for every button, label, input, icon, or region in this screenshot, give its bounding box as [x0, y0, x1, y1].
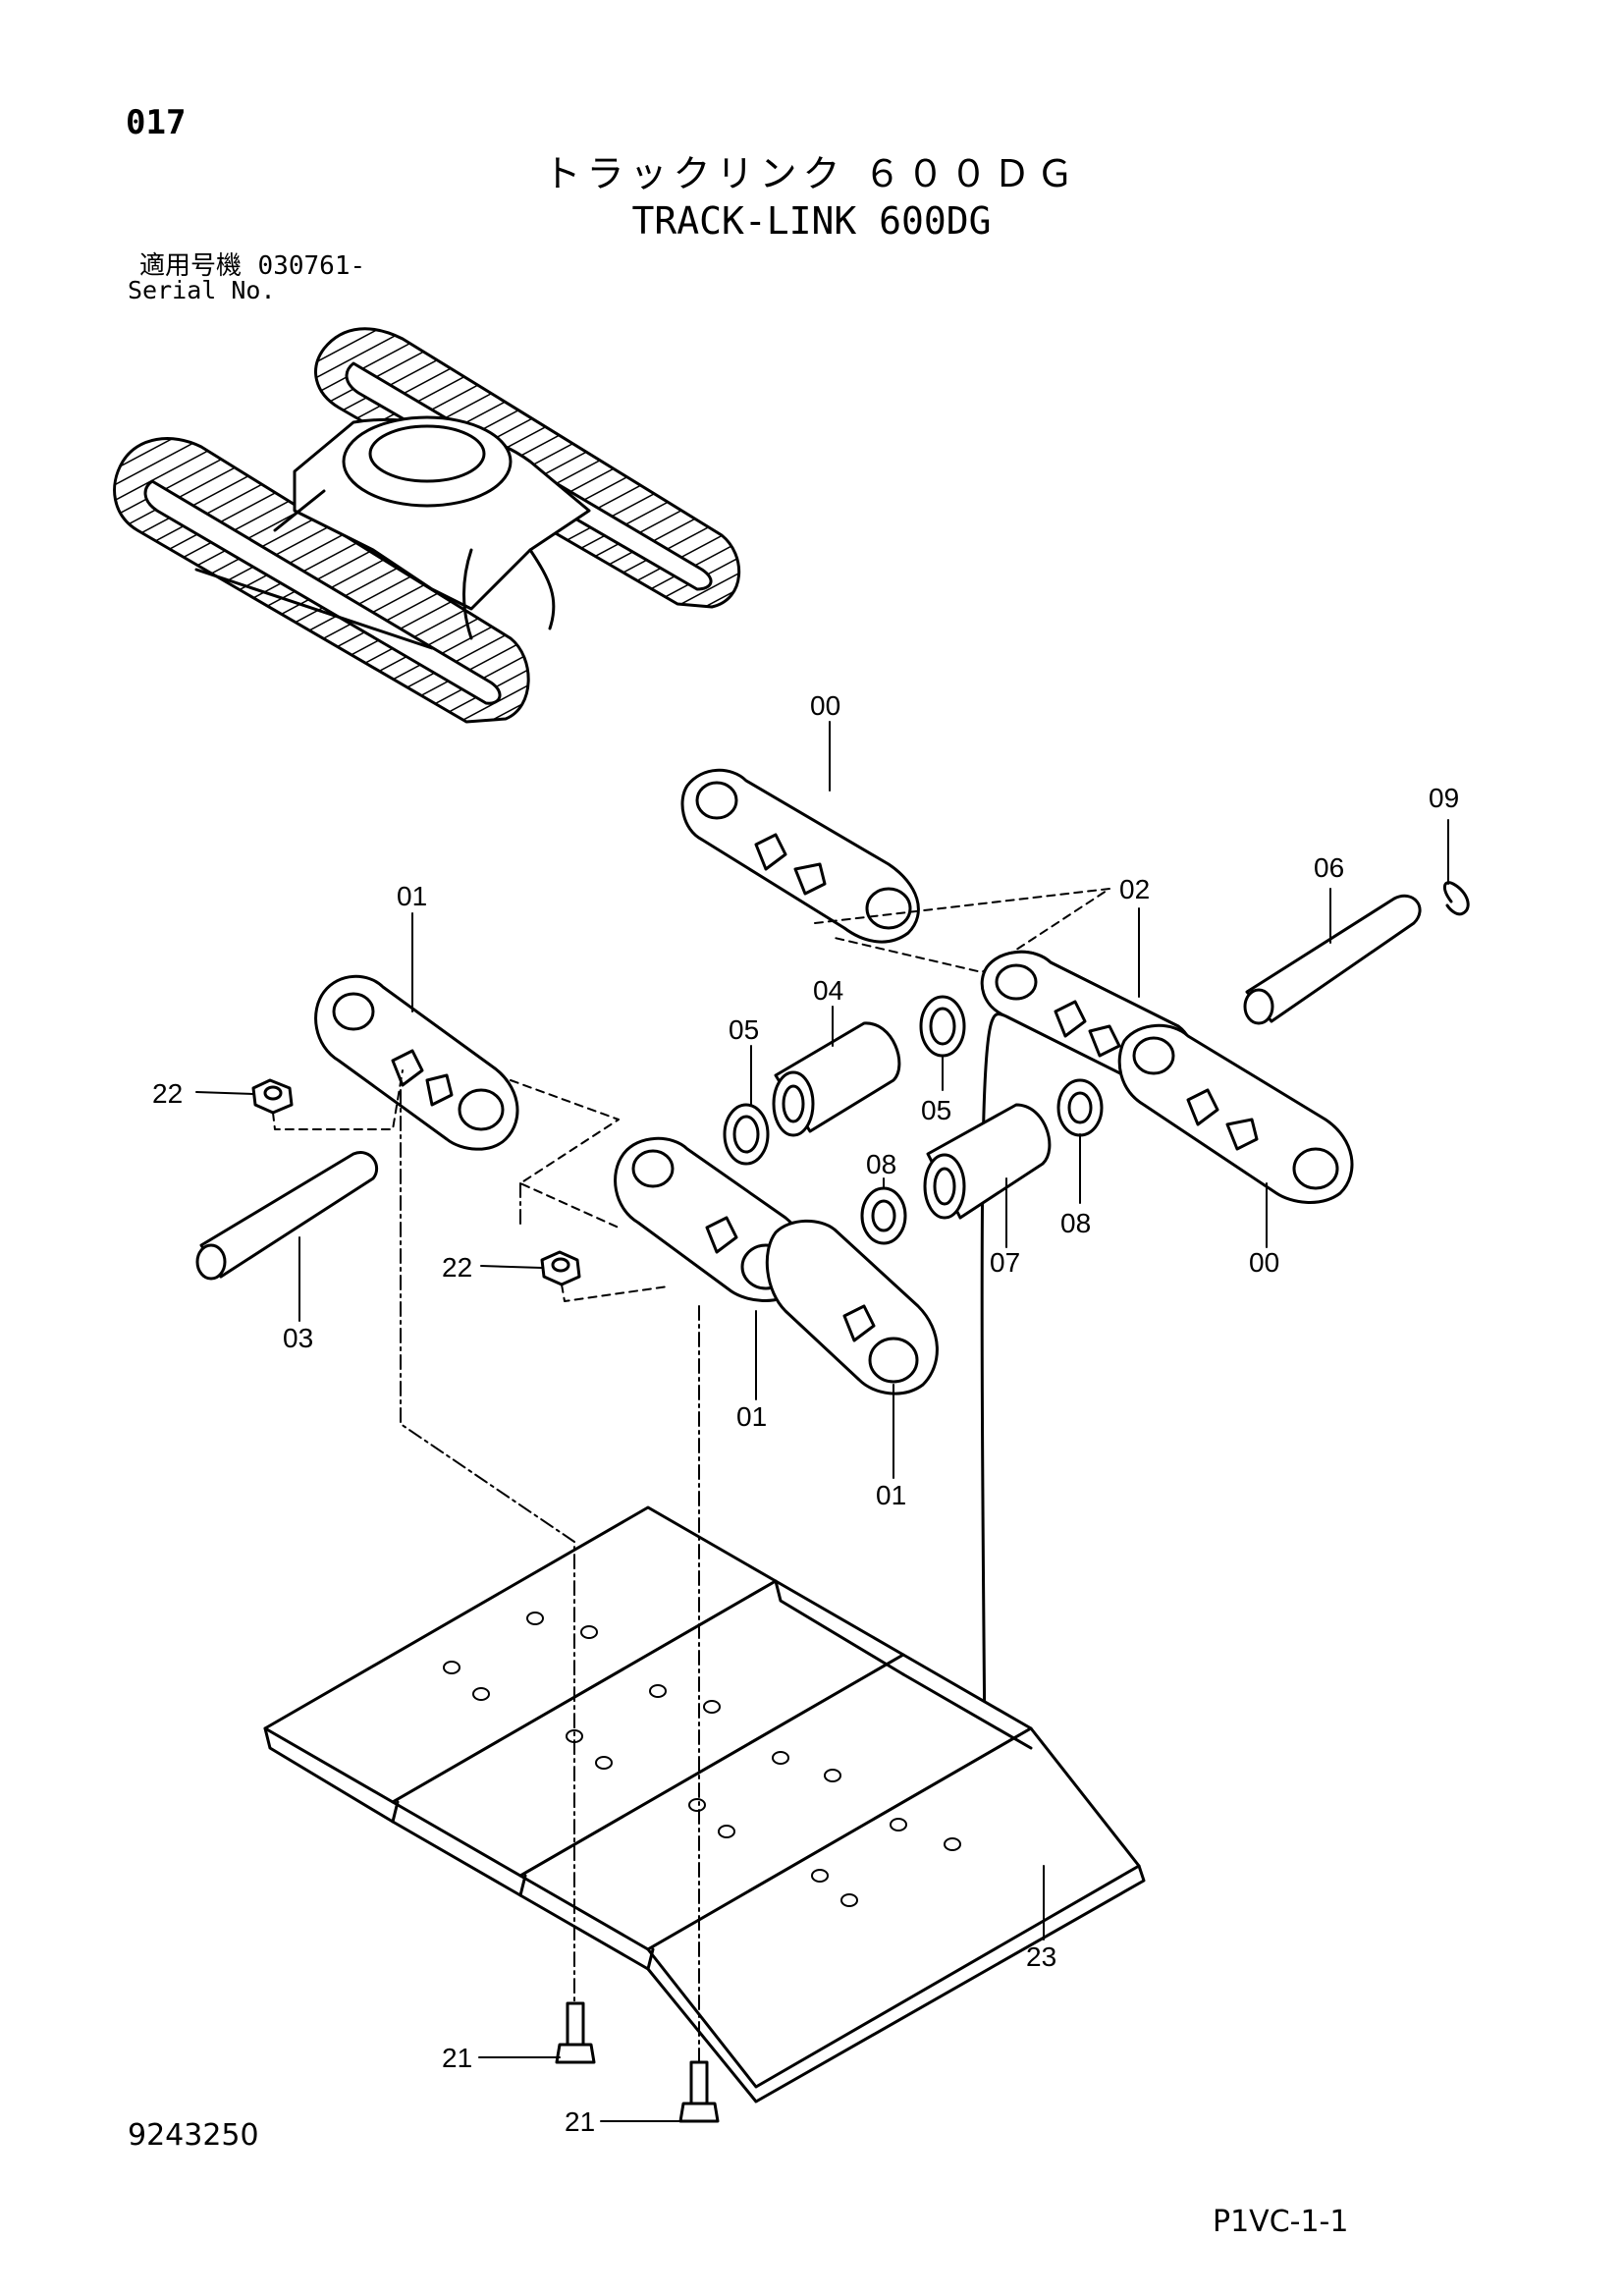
page-code: P1VC-1-1: [1213, 2205, 1349, 2239]
callout-22-upper: 22: [152, 1078, 183, 1109]
callout-08-left: 08: [866, 1149, 896, 1179]
part-21-bolt-left: [555, 2001, 596, 2064]
part-21-bolt-right: [678, 2060, 720, 2123]
callout-21-right: 21: [565, 2106, 595, 2137]
part-05-seal-right: [919, 995, 966, 1058]
callout-06: 06: [1314, 852, 1344, 883]
page-number: 017: [126, 103, 187, 142]
callout-00-right: 00: [1249, 1247, 1279, 1278]
part-00-link-upper: [680, 768, 920, 944]
part-08-spacer-right: [1056, 1078, 1104, 1137]
callout-05-left: 05: [729, 1014, 759, 1045]
part-08-spacer-left: [860, 1186, 907, 1245]
callout-21-left: 21: [442, 2043, 472, 2073]
part-06-pin: [1243, 894, 1422, 1025]
callout-09: 09: [1429, 783, 1459, 813]
serial-label-jp: 適用号機: [139, 251, 243, 281]
part-22-nut-lower: [540, 1250, 581, 1286]
undercarriage-overview-illustration: [113, 327, 741, 724]
callout-01-lower-back: 01: [876, 1480, 906, 1510]
leader-lines: [195, 721, 1449, 2122]
part-01-link-left: [314, 974, 519, 1151]
serial-value: 030761-: [257, 251, 366, 281]
callout-08-right: 08: [1060, 1208, 1091, 1238]
callout-03: 03: [283, 1323, 313, 1353]
serial-applicability: 適用号機 030761-: [139, 253, 365, 279]
drawing-number: 9243250: [128, 2118, 259, 2153]
part-00-link-right: [1117, 1023, 1354, 1204]
alignment-lines: [400, 1089, 700, 2063]
callout-22-lower: 22: [442, 1252, 472, 1283]
part-04-bushing: [772, 1021, 901, 1137]
callout-05-right: 05: [921, 1095, 951, 1125]
part-07-bushing: [923, 1103, 1052, 1220]
title-japanese: トラックリンク ６００ＤＧ: [543, 152, 1080, 195]
part-01-link-lower-back: [765, 1219, 939, 1395]
callout-04: 04: [813, 975, 843, 1006]
callout-01-left: 01: [397, 881, 427, 911]
part-22-nut-upper: [251, 1078, 294, 1115]
serial-label-en: Serial No.: [128, 276, 276, 304]
part-05-seal-left: [723, 1103, 770, 1166]
callout-07: 07: [990, 1247, 1020, 1278]
callout-23: 23: [1026, 1941, 1056, 1972]
callout-00-upper: 00: [810, 690, 840, 721]
part-03-pin: [195, 1151, 379, 1281]
callout-02: 02: [1119, 874, 1150, 904]
part-23-track-shoes: [263, 1505, 1146, 2104]
callout-01-lower-front: 01: [736, 1401, 767, 1432]
shoe-bolt-holes: [443, 1612, 961, 1907]
part-09-snap-ring: [1443, 881, 1470, 916]
title-english: TRACK-LINK 600DG: [631, 199, 992, 243]
